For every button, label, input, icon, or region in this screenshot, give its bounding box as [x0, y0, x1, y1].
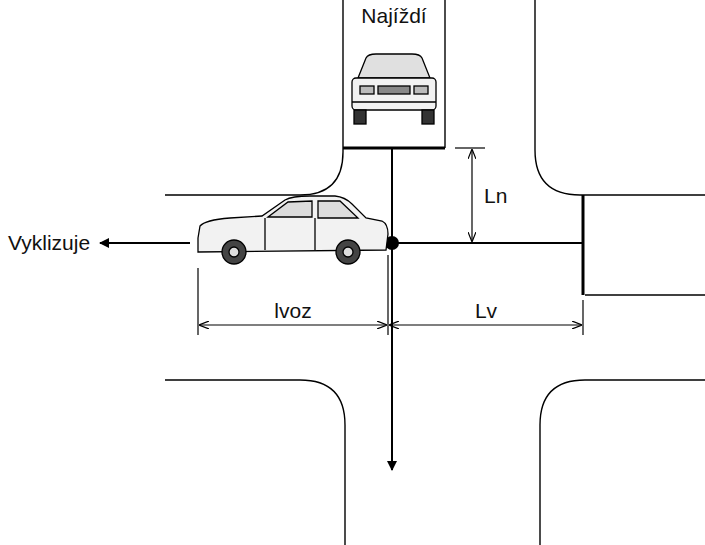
stop-line — [582, 195, 585, 295]
approach-path — [391, 148, 393, 470]
dimension-label: Ln — [482, 184, 509, 207]
clearing-arrow — [100, 242, 190, 244]
stop-line — [343, 147, 445, 150]
dimension-ln — [455, 148, 485, 241]
dimension-label: Lv — [473, 299, 499, 322]
lane-label: Najíždí — [359, 4, 428, 27]
clearing-car — [198, 196, 388, 264]
clearing-path — [392, 242, 583, 244]
dimension-lvoz-lv — [198, 255, 583, 335]
dimension-label: lvoz — [272, 299, 313, 322]
road-edges — [165, 0, 705, 545]
approaching-car — [352, 54, 436, 124]
direction-label: Vyklizuje — [6, 231, 92, 254]
